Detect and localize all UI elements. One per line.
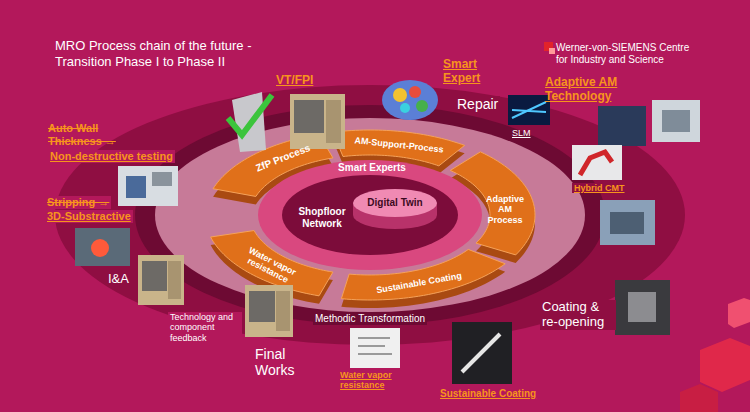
cylinder-top xyxy=(353,189,437,217)
photo xyxy=(350,328,400,368)
struck-caption: Stripping → xyxy=(45,196,111,209)
logo-text: Werner-von-SIEMENS Centre for Industry a… xyxy=(556,42,696,65)
cabinet-window xyxy=(249,291,275,322)
ring-segment: Adaptive AM Process xyxy=(482,194,528,225)
node-text: Adaptive AM Process xyxy=(482,194,528,225)
methodic-ring xyxy=(135,105,605,325)
photo-caption: VT/FPI xyxy=(276,74,313,88)
photo-caption: Water vapor resistance xyxy=(340,370,415,391)
node-text: Shopfloor Network xyxy=(291,206,353,229)
gear-icon xyxy=(409,86,421,98)
icon-caption: Smart Expert xyxy=(443,58,493,86)
check-mark xyxy=(228,95,272,135)
logo-mark xyxy=(549,48,555,54)
photo xyxy=(600,200,655,245)
photo-detail xyxy=(610,212,644,234)
deco-cube xyxy=(680,384,718,412)
machine-cabinet xyxy=(245,285,293,337)
photo xyxy=(598,106,646,146)
photo-caption: Sustainable Coating xyxy=(440,388,536,400)
photo xyxy=(615,280,670,335)
photo-detail xyxy=(462,334,500,372)
node-text: AM-Support-Process xyxy=(354,135,444,155)
cabinet-panel xyxy=(168,261,181,299)
floor-disk xyxy=(155,118,585,312)
photo xyxy=(118,166,178,206)
struck-caption: Auto Wall Thickness → xyxy=(48,122,130,147)
ring-band: Smart Experts xyxy=(338,162,406,174)
ring-segment: Water vapor resistance xyxy=(238,243,303,290)
ring-label: Methodic Transformation xyxy=(313,313,427,325)
phase-label: I&A xyxy=(108,272,129,287)
node-text: Smart Experts xyxy=(338,162,406,174)
photo-caption: Adaptive AM Technology xyxy=(545,76,645,104)
photo-detail xyxy=(358,338,392,354)
gear-icon xyxy=(400,103,410,113)
robot-arm xyxy=(580,152,612,175)
cabinet-panel xyxy=(276,291,290,331)
photo-caption: Hybrid CMT xyxy=(572,183,627,193)
photo-detail xyxy=(91,239,109,257)
cabinet-window xyxy=(142,261,167,291)
node-text: Sustainable Coating xyxy=(376,270,463,295)
photo-detail xyxy=(628,292,656,322)
shopfloor-disk xyxy=(282,175,458,255)
experts-ring xyxy=(258,160,482,270)
phase-label: Final Works xyxy=(255,346,315,378)
segment-top xyxy=(333,130,465,166)
gear-icon xyxy=(393,88,407,102)
deco-cube xyxy=(728,298,750,328)
machine-cabinet xyxy=(290,94,345,149)
phase-label: Technology and component feedback xyxy=(168,312,242,343)
phase-label: Repair xyxy=(455,96,500,112)
photo xyxy=(652,100,700,142)
gear-icon xyxy=(416,100,428,112)
cabinet-panel xyxy=(326,100,341,143)
deco-cube xyxy=(700,338,750,392)
photo-detail xyxy=(152,172,172,186)
photo xyxy=(452,322,512,384)
node-text: ZfP Process xyxy=(254,142,312,174)
photo-caption: Non-destructive testing xyxy=(48,150,175,163)
machine-cabinet xyxy=(138,255,184,305)
diagram-title: MRO Process chain of the future - Transi… xyxy=(55,38,280,71)
process-ring xyxy=(55,85,685,345)
photo-detail xyxy=(512,102,546,118)
segment-group xyxy=(211,130,535,308)
ring-segment: ZfP Process xyxy=(254,142,312,174)
photo-caption: 3D-Substractive xyxy=(45,210,133,223)
core-disk: Shopfloor Network xyxy=(291,206,353,229)
phase-label: Coating & re-opening xyxy=(540,300,616,330)
photo xyxy=(572,145,622,180)
node-text: Digital Twin xyxy=(367,197,422,209)
brain-icon xyxy=(382,80,438,120)
photo-caption: SLM xyxy=(512,128,531,138)
ring-segment: AM-Support-Process xyxy=(354,135,444,155)
photo xyxy=(75,228,130,266)
hub-cylinder: Digital Twin xyxy=(367,197,422,209)
cabinet-window xyxy=(294,100,324,133)
photo xyxy=(508,95,550,125)
ring-segment: Sustainable Coating xyxy=(376,270,463,295)
node-text: Water vapor resistance xyxy=(238,243,303,290)
photo-detail xyxy=(126,176,146,198)
photo-detail xyxy=(662,110,690,132)
